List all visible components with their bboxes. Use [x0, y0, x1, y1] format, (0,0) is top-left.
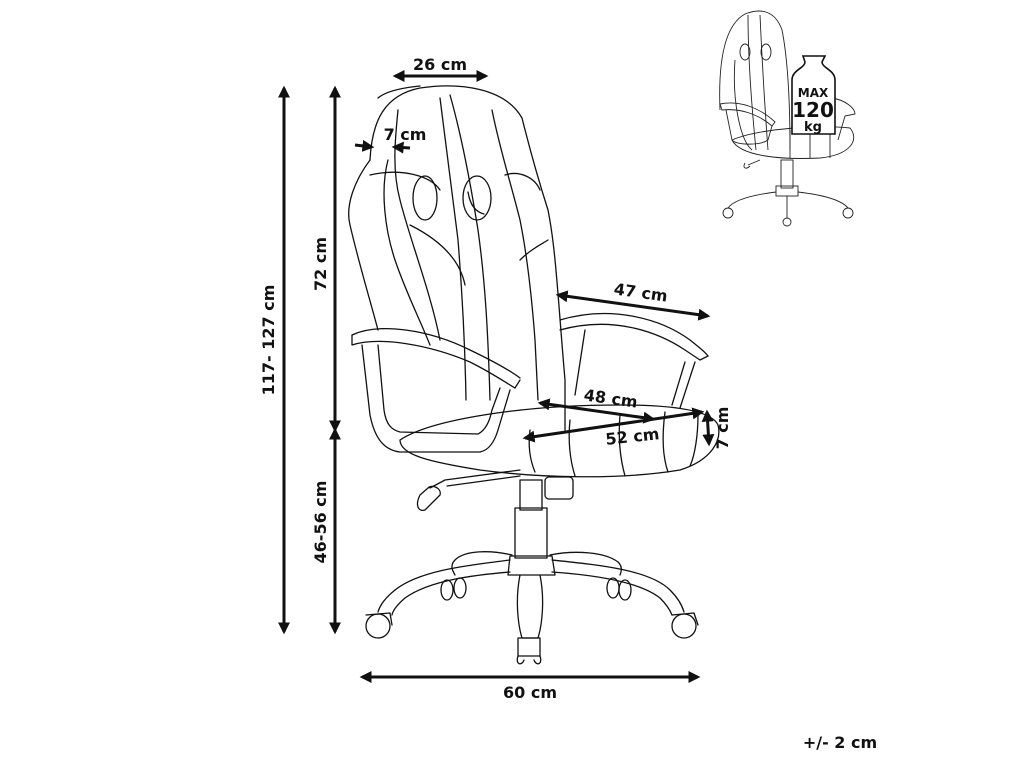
seat-width-label: 52 cm [605, 424, 661, 449]
seat-thickness-arrow [701, 409, 715, 447]
seat-thickness-label: 7 cm [713, 407, 732, 450]
max-load-line3: kg [804, 120, 822, 135]
chair-drawing [348, 85, 720, 665]
seat-depth-label: 48 cm [583, 385, 639, 411]
max-load-thumbnail [719, 10, 856, 227]
tolerance-label: +/- 2 cm [803, 733, 877, 752]
max-load-line2: 120 [792, 98, 834, 122]
armrest-spacing-label: 47 cm [613, 279, 669, 305]
weight-icon [791, 55, 836, 135]
base-width-label: 60 cm [503, 683, 557, 702]
backrest-height-label: 72 cm [311, 237, 330, 291]
bolster-thickness-label: 7 cm [384, 125, 427, 144]
dimension-lines [278, 70, 715, 683]
total-height-label: 117- 127 cm [259, 285, 278, 396]
seat-width-arrow [522, 407, 705, 443]
bolster-arrow-left [354, 139, 375, 152]
headrest-width-label: 26 cm [413, 55, 467, 74]
seat-height-label: 46-56 cm [311, 481, 330, 564]
armrest-spacing-arrow [555, 290, 711, 321]
bolster-arrow-right [391, 141, 411, 154]
max-load-line1: MAX [798, 86, 829, 100]
